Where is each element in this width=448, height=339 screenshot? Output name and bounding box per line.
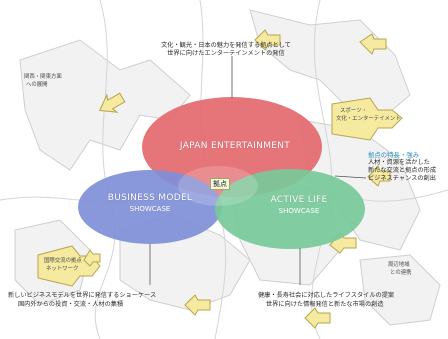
map-label-bottom-right-2: との連携 bbox=[390, 270, 412, 276]
map-label-top-left-1: 関西・関東方面 bbox=[24, 74, 62, 80]
note-right-line-2: 新たな交流と拠点の形成 bbox=[368, 167, 437, 174]
note-top-line-2: 世界に向けたエンターテインメントの発信 bbox=[167, 50, 285, 57]
active-life-ellipse bbox=[215, 169, 365, 249]
map-label-top-left-2: への展開 bbox=[26, 82, 48, 88]
map-label-top-right-2: 文化・エンターテイメント bbox=[336, 116, 401, 122]
direction-arrows bbox=[37, 29, 403, 329]
note-bottom-right-line-2: 世界に向けた情報発信と新たな市場の創造 bbox=[266, 301, 384, 308]
business-model-label: BUSINESS MODEL bbox=[107, 193, 193, 203]
note-bottom-left-line-2: 国内外からの投資・交流・人材の集積 bbox=[18, 301, 124, 308]
note-bottom-right-line-1: 健康・長寿社会に対応したライフスタイルの提案 bbox=[258, 292, 395, 299]
note-bottom-left-line-1: 新しいビジネスモデルを世界に発信するショーケース bbox=[8, 292, 157, 299]
japan-entertainment-label: JAPAN ENTERTAINMENT bbox=[179, 141, 291, 151]
note-right-title: 拠点の特長・強み bbox=[368, 151, 420, 159]
map-label-left-mid-2: ネットワーク bbox=[46, 266, 79, 272]
business-model-ellipse bbox=[78, 170, 222, 244]
business-model-sublabel: SHOWCASE bbox=[129, 205, 171, 213]
center-badge: 拠点 bbox=[210, 178, 230, 190]
note-right-line-1: 人材・資源を活かした bbox=[368, 159, 430, 166]
map-label-left-mid-1: 国際交流の拠点 bbox=[44, 258, 82, 264]
active-life-sublabel: SHOWCASE bbox=[278, 207, 320, 215]
leader-lines bbox=[149, 56, 367, 285]
note-right-line-3: ビジネスチャンスの創出 bbox=[368, 175, 436, 182]
map-label-top-right-1: スポーツ・ bbox=[340, 108, 367, 114]
map-label-bottom-right-1: 周辺地域 bbox=[388, 262, 410, 268]
note-top-line-1: 文化・観光・日本の魅力を発信する拠点として bbox=[161, 42, 291, 49]
active-life-label: ACTIVE LIFE bbox=[270, 195, 328, 205]
